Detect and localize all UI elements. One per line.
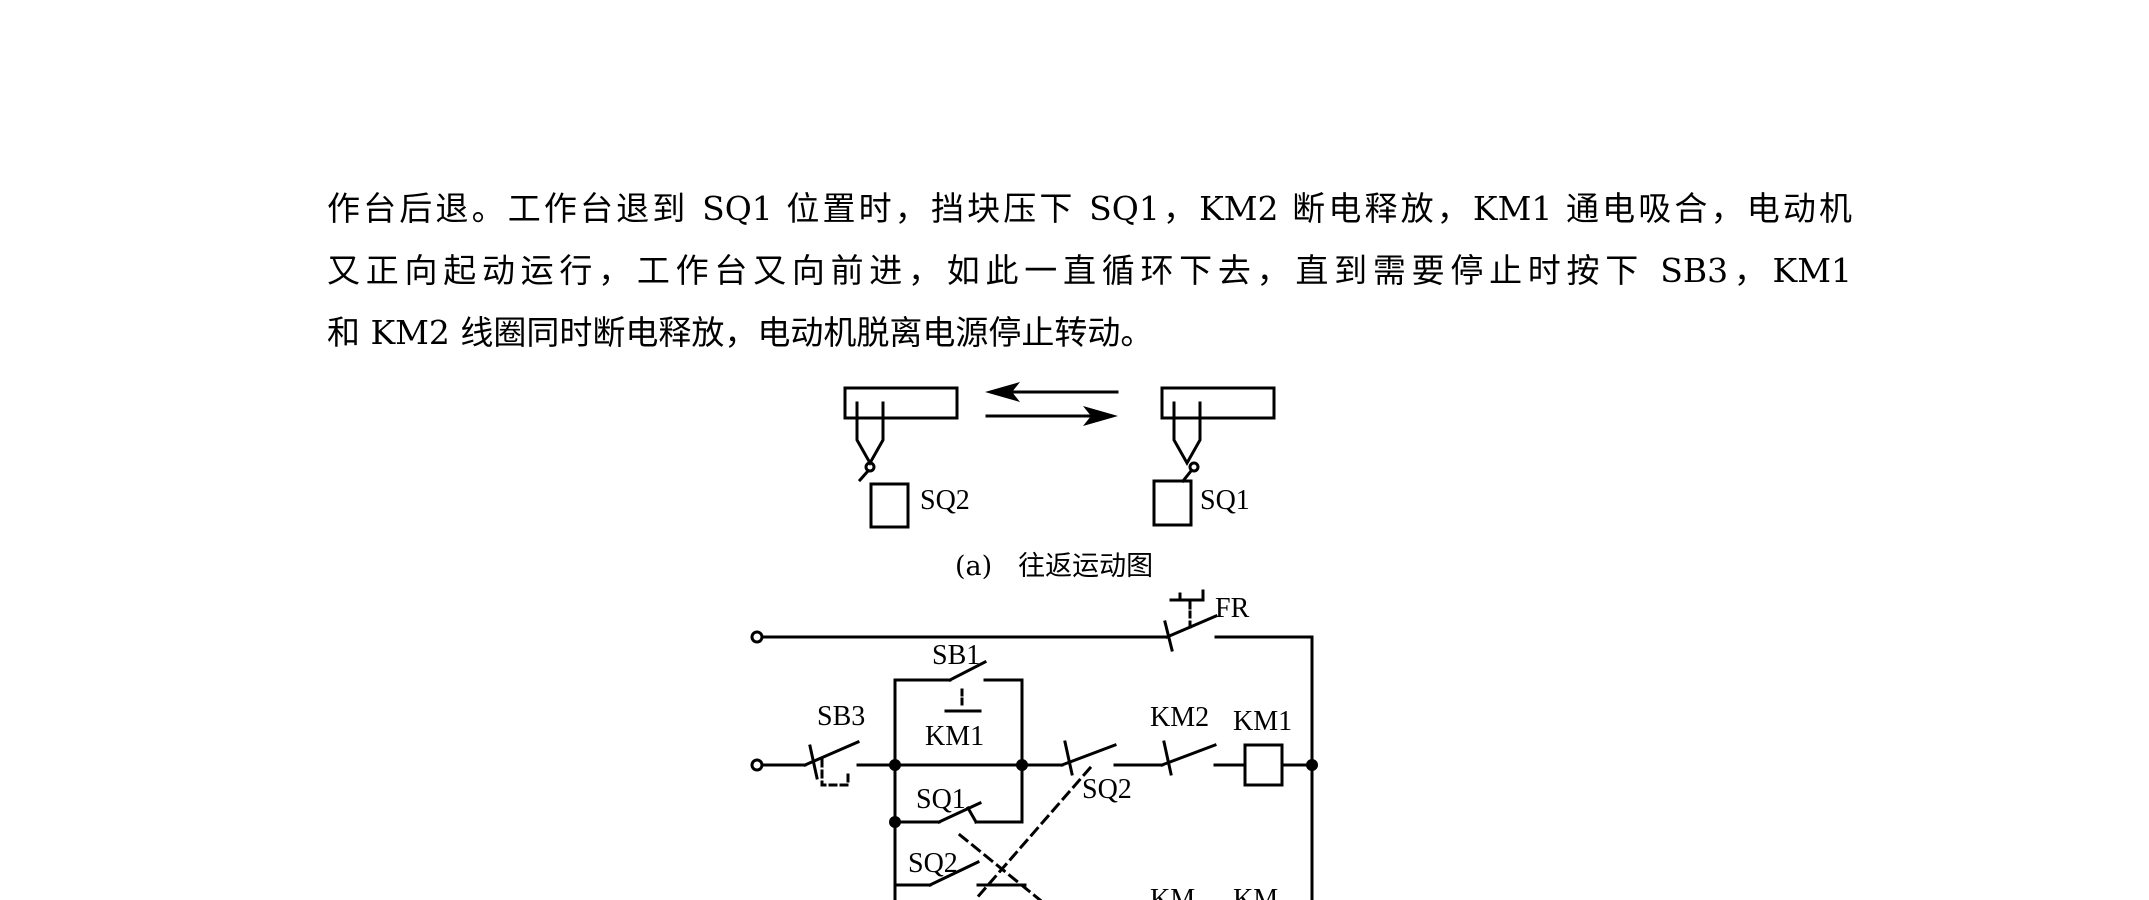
sq2-lower-contact bbox=[893, 859, 1027, 888]
direction-arrows bbox=[985, 382, 1119, 426]
sb3-label: SB3 bbox=[817, 701, 865, 732]
figure-a-sq1-label: SQ1 bbox=[1200, 485, 1250, 516]
sb1-start-button bbox=[893, 659, 1024, 713]
right-limit-switch bbox=[1152, 479, 1193, 527]
km1-aux-label: KM1 bbox=[925, 721, 984, 752]
body-paragraph: 作台后退。工作台退到 SQ1 位置时，挡块压下 SQ1，KM2 断电释放，KM1… bbox=[327, 178, 1852, 364]
sb1-label: SB1 bbox=[932, 640, 980, 671]
km2-interlock-contact bbox=[1160, 740, 1247, 776]
figure-a-caption: (a) 往返运动图 bbox=[955, 544, 1153, 583]
paragraph-line-1: 作台后退。工作台退到 SQ1 位置时，挡块压下 SQ1，KM2 断电释放，KM1… bbox=[327, 189, 1852, 228]
paragraph-line-3: 和 KM2 线圈同时断电释放，电动机脱离电源停止转动。 bbox=[327, 313, 1154, 352]
figure-a-motion-diagram bbox=[843, 382, 1276, 529]
right-worktable bbox=[1160, 386, 1276, 484]
km-lower-label-a: KM bbox=[1150, 884, 1195, 900]
paragraph-line-2: 又正向起动运行，工作台又向前进，如此一直循环下去，直到需要停止时按下 SB3，K… bbox=[327, 251, 1852, 290]
left-worktable bbox=[843, 386, 959, 483]
km-lower-label-b: KM bbox=[1233, 884, 1278, 900]
sq2-lower-label: SQ2 bbox=[908, 848, 958, 879]
km1-coil-label: KM1 bbox=[1233, 706, 1292, 737]
km2-interlock-label: KM2 bbox=[1150, 702, 1209, 733]
fr-label: FR bbox=[1215, 593, 1250, 624]
figure-a-caption-text: 往返运动图 bbox=[1018, 551, 1154, 582]
km1-coil bbox=[1243, 743, 1284, 787]
sq2-upper-label: SQ2 bbox=[1082, 774, 1132, 805]
fr-thermal-contact bbox=[1163, 589, 1314, 652]
sq1-label: SQ1 bbox=[916, 784, 966, 815]
sq2-nc-contact bbox=[1020, 740, 1164, 776]
sq1-contact bbox=[893, 801, 1024, 825]
figure-a-sq2-label: SQ2 bbox=[920, 485, 970, 516]
figure-b-control-circuit bbox=[750, 589, 1318, 900]
left-limit-switch bbox=[869, 482, 910, 529]
figure-a-caption-tag: (a) bbox=[955, 551, 993, 582]
sb3-stop-button bbox=[803, 740, 897, 787]
